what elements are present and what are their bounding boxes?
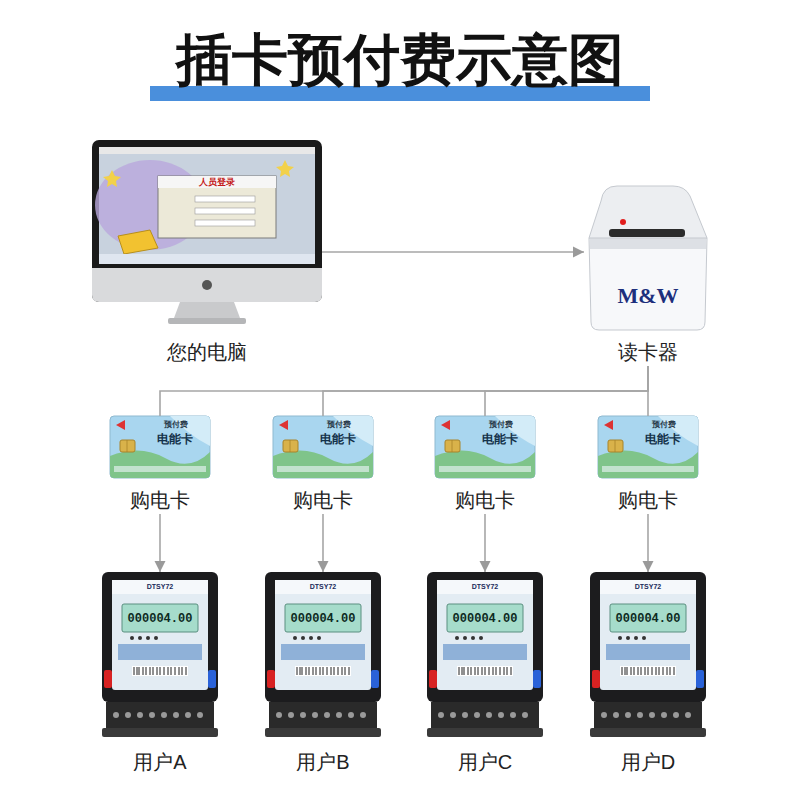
card-text: 电能卡 [307, 431, 369, 447]
node-label: 用户B [265, 750, 381, 774]
card-node: 预付费电能卡购电卡 [110, 416, 210, 514]
connector [484, 514, 486, 572]
computer-illustration-part [158, 176, 276, 238]
card-text: 电能卡 [144, 431, 206, 447]
computer-illustration-part [195, 196, 255, 202]
node-label: 购电卡 [273, 488, 373, 512]
computer-illustration-part [202, 280, 212, 290]
card-node: 预付费电能卡购电卡 [273, 416, 373, 514]
computer-illustration-part [158, 176, 276, 188]
meter-display: 000004.00 [122, 611, 198, 627]
computer-illustration-part [195, 220, 255, 226]
meter-illustration [102, 572, 218, 737]
connector [322, 514, 324, 572]
computer-illustration-part [99, 147, 315, 154]
computer-illustration-part [103, 170, 121, 187]
meter-node: DTSY72 000004.00 用户B [265, 572, 381, 776]
connector [647, 366, 649, 416]
meter-model: DTSY72 [265, 582, 381, 591]
card-illustration [435, 416, 535, 478]
node-label: 购电卡 [435, 488, 535, 512]
node-label: 购电卡 [110, 488, 210, 512]
card-illustration [273, 416, 373, 478]
meter-illustration [427, 572, 543, 737]
connector [323, 366, 648, 416]
screen-text: 人员登录 [158, 176, 276, 188]
card-illustration [598, 416, 698, 478]
connector [485, 366, 648, 416]
computer-illustration-part [168, 318, 246, 324]
meter-display: 000004.00 [285, 611, 361, 627]
diagram-title: 插卡预付费示意图 [0, 28, 800, 92]
card-node: 预付费电能卡购电卡 [598, 416, 698, 514]
meter-model: DTSY72 [590, 582, 706, 591]
meter-illustration [590, 572, 706, 737]
meter-display: 000004.00 [447, 611, 523, 627]
card-illustration [110, 416, 210, 478]
meter-display: 000004.00 [610, 611, 686, 627]
computer-node: 人员登录您的电脑 [92, 140, 322, 366]
meter-illustration [265, 572, 381, 737]
connector [322, 251, 584, 253]
computer-illustration-part [174, 302, 240, 318]
card-text: 电能卡 [632, 431, 694, 447]
card-text: 预付费 [311, 420, 367, 430]
computer-illustration [92, 140, 322, 324]
node-label: 购电卡 [598, 488, 698, 512]
connector [159, 514, 161, 572]
meter-node: DTSY72 000004.00 用户C [427, 572, 543, 776]
connector [160, 366, 648, 416]
meter-node: DTSY72 000004.00 用户D [590, 572, 706, 776]
card-text: 电能卡 [469, 431, 531, 447]
node-label: 用户C [427, 750, 543, 774]
connector [647, 514, 649, 572]
node-label: 您的电脑 [92, 340, 322, 364]
card-reader-node: M&W 读卡器 [584, 185, 712, 366]
card-reader-illustration [589, 186, 707, 330]
computer-illustration-part [92, 140, 322, 302]
card-text: 预付费 [148, 420, 204, 430]
computer-illustration-part [195, 208, 255, 214]
card-text: 预付费 [473, 420, 529, 430]
brand-text: M&W [584, 281, 712, 310]
card-node: 预付费电能卡购电卡 [435, 416, 535, 514]
meter-node: DTSY72 000004.00 用户A [102, 572, 218, 776]
computer-illustration-part [118, 230, 158, 254]
node-label: 用户A [102, 750, 218, 774]
computer-illustration-part [276, 160, 294, 177]
node-label: 用户D [590, 750, 706, 774]
card-text: 预付费 [636, 420, 692, 430]
computer-illustration-part [99, 254, 315, 264]
meter-model: DTSY72 [427, 582, 543, 591]
computer-illustration-part [92, 268, 322, 302]
node-label: 读卡器 [584, 340, 712, 364]
meter-model: DTSY72 [102, 582, 218, 591]
